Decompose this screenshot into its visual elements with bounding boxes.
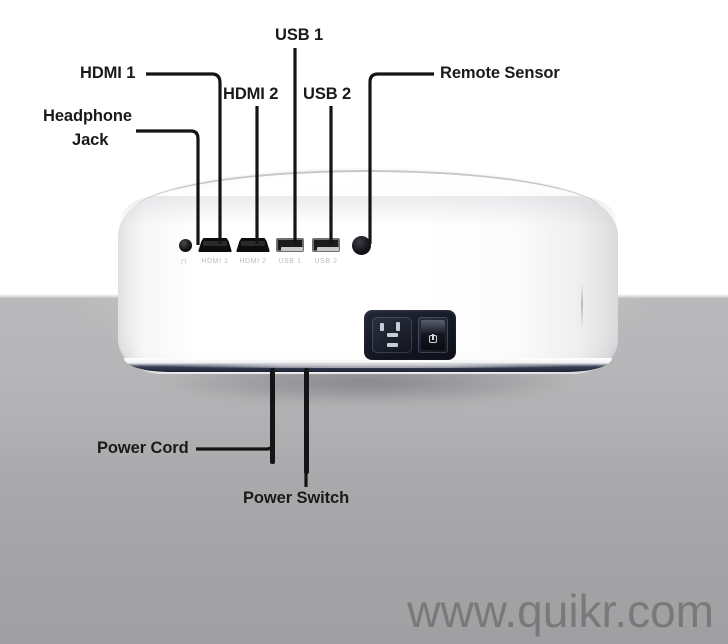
callout-label-power-switch: Power Switch	[243, 489, 350, 507]
callout-label-usb-1: USB 1	[275, 26, 324, 44]
watermark: www.quikr.com	[407, 585, 714, 637]
hdmi-2-silkscreen-label: HDMI 2	[239, 258, 267, 265]
rocker-lower-face	[421, 333, 445, 350]
headphone-silkscreen-icon: ∩	[180, 256, 188, 267]
projector-base-highlight	[158, 364, 578, 368]
usb-1-port[interactable]	[276, 238, 304, 252]
projector-face-shading	[118, 196, 618, 226]
projector-body: ∩ HDMI 1 HDMI 2 USB 1 USB 2	[118, 168, 618, 384]
ac-pin-right	[396, 322, 400, 331]
headphone-jack-port[interactable]	[179, 239, 192, 252]
callout-label-headphone-jack-line1: Headphone	[43, 107, 132, 125]
ac-power-socket[interactable]	[372, 317, 412, 353]
hdmi-1-silkscreen-label: HDMI 1	[201, 258, 229, 265]
power-panel	[364, 310, 456, 360]
power-switch-rocker[interactable]	[418, 317, 448, 353]
callout-label-remote-sensor: Remote Sensor	[440, 64, 560, 82]
projector-side-seam	[581, 284, 583, 328]
ac-pin-bottom	[387, 343, 398, 347]
usb-2-port[interactable]	[312, 238, 340, 252]
hdmi-2-port[interactable]	[236, 238, 270, 252]
hdmi-1-port[interactable]	[198, 238, 232, 252]
callout-label-usb-2: USB 2	[303, 85, 352, 103]
power-switch-cable	[304, 368, 309, 474]
usb-1-silkscreen-label: USB 1	[278, 258, 302, 265]
usb-2-silkscreen-label: USB 2	[314, 258, 338, 265]
callout-label-hdmi-2: HDMI 2	[223, 85, 279, 103]
callout-label-power-cord: Power Cord	[97, 439, 189, 457]
power-symbol-icon	[429, 333, 437, 343]
callout-label-headphone-jack-line2: Jack	[72, 131, 109, 149]
rocker-upper-face	[421, 320, 445, 332]
remote-sensor	[352, 236, 371, 255]
ac-pin-mid	[387, 333, 398, 337]
projector-top-rim	[132, 170, 604, 230]
power-cord-cable	[270, 368, 275, 464]
callout-label-hdmi-1: HDMI 1	[80, 64, 136, 82]
ac-pin-left	[380, 323, 384, 331]
